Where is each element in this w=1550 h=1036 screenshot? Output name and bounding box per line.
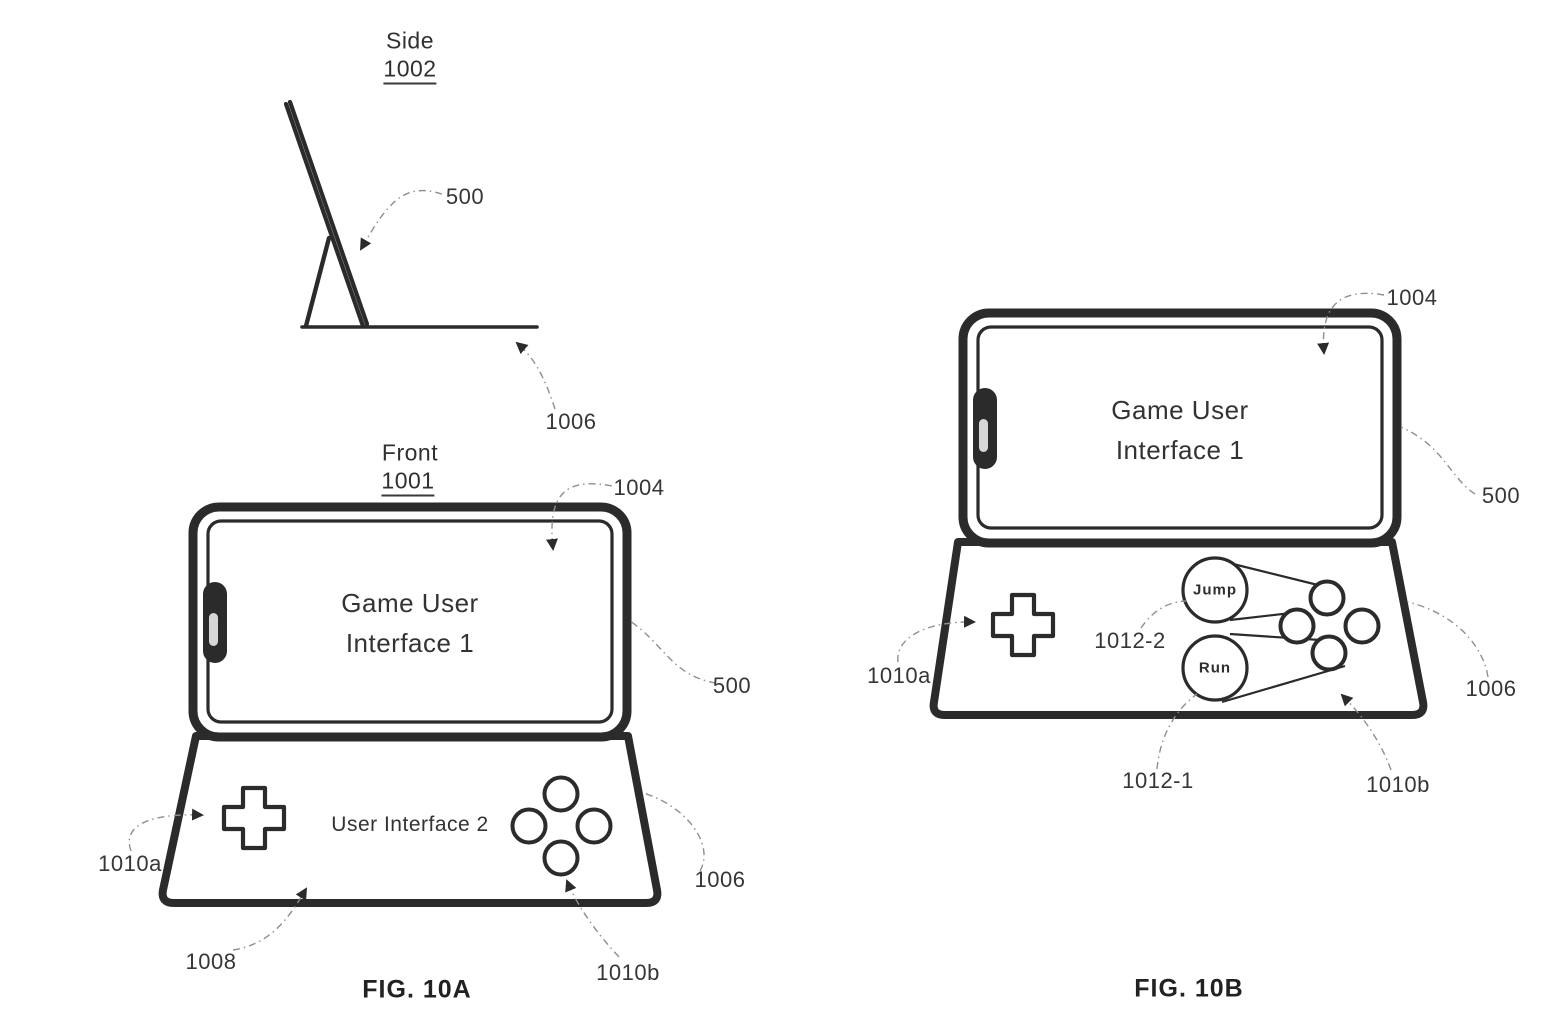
fig10a-controller-text: User Interface 2 bbox=[331, 813, 489, 836]
leader-10a-1008 bbox=[232, 887, 308, 951]
fig10b-drawing bbox=[929, 308, 1428, 719]
ref-label-10a-1004: 1004 bbox=[613, 475, 665, 500]
dpad-icon bbox=[990, 592, 1056, 658]
front-view-title: Front bbox=[381, 439, 439, 466]
leader-lines bbox=[128, 189, 1489, 958]
ref-label-side-500: 500 bbox=[445, 184, 485, 209]
leader-side-1006 bbox=[515, 341, 556, 410]
jump-button-label: Jump bbox=[1192, 581, 1238, 599]
button-right bbox=[575, 807, 613, 845]
fig10b-camera-slot bbox=[979, 419, 988, 452]
side-tablet-back-line bbox=[283, 101, 366, 329]
fig10b-controller-base bbox=[929, 538, 1428, 719]
leader-10b-1010a bbox=[897, 615, 976, 663]
button-left bbox=[510, 807, 548, 845]
run-callout-lower-line bbox=[1221, 664, 1346, 704]
fig10a-camera-slot bbox=[209, 613, 218, 646]
action-buttons-icon bbox=[510, 775, 613, 877]
leader-10b-1010b bbox=[1340, 693, 1392, 771]
leader-10b-1004 bbox=[1317, 292, 1385, 355]
button-top bbox=[1308, 579, 1346, 617]
button-top bbox=[542, 775, 580, 813]
leader-10b-1012-2 bbox=[1140, 600, 1187, 629]
button-bottom bbox=[542, 839, 580, 877]
leader-10a-500 bbox=[629, 620, 717, 684]
ref-label-10b-1004: 1004 bbox=[1386, 285, 1438, 310]
button-right bbox=[1343, 607, 1381, 645]
run-button-circle bbox=[1181, 634, 1249, 702]
fig10a-drawing bbox=[158, 502, 662, 907]
front-view-refnum: 1001 bbox=[381, 469, 435, 497]
side-kickstand-line bbox=[303, 235, 332, 329]
fig10a-controller-base bbox=[158, 732, 662, 907]
button-left bbox=[1278, 607, 1316, 645]
ref-label-10b-1012-1: 1012-1 bbox=[1122, 768, 1194, 793]
run-button-label: Run bbox=[1198, 659, 1232, 677]
leader-10b-500 bbox=[1400, 426, 1476, 495]
button-bottom bbox=[1310, 634, 1348, 672]
ref-label-10a-1008: 1008 bbox=[185, 949, 237, 974]
leader-side-500 bbox=[360, 189, 443, 251]
ref-label-10b-1012-2: 1012-2 bbox=[1094, 628, 1166, 653]
ref-label-10a-1010a: 1010a bbox=[98, 851, 162, 876]
action-buttons-icon bbox=[1278, 579, 1381, 672]
ref-label-10b-500: 500 bbox=[1481, 483, 1521, 508]
side-view-refnum: 1002 bbox=[383, 57, 437, 85]
ref-label-10b-1010b: 1010b bbox=[1366, 772, 1430, 797]
side-tablet-front-line bbox=[287, 99, 370, 327]
side-view-title: Side bbox=[385, 27, 435, 54]
side-view-drawing bbox=[283, 99, 539, 329]
jump-button-circle bbox=[1181, 556, 1249, 624]
ref-label-10a-1010b: 1010b bbox=[596, 960, 660, 985]
fig10b-caption: FIG. 10B bbox=[1134, 974, 1244, 1003]
ref-label-side-1006: 1006 bbox=[545, 409, 597, 434]
leader-10a-1004 bbox=[546, 483, 613, 551]
leader-10a-1010a bbox=[128, 808, 204, 852]
ref-label-10a-1006: 1006 bbox=[694, 867, 746, 892]
fig10b-screen-text: Game User Interface 1 bbox=[1111, 395, 1249, 465]
ref-label-10b-1010a: 1010a bbox=[867, 663, 931, 688]
dpad-icon bbox=[221, 785, 287, 851]
ref-label-10b-1006: 1006 bbox=[1465, 676, 1517, 701]
leader-10b-1006 bbox=[1407, 601, 1489, 678]
fig10a-caption: FIG. 10A bbox=[362, 975, 472, 1004]
ref-label-10a-500: 500 bbox=[712, 673, 752, 698]
jump-callout-upper-line bbox=[1224, 560, 1331, 590]
leader-10a-1010b bbox=[565, 879, 620, 958]
fig10a-screen-text: Game User Interface 1 bbox=[341, 588, 479, 658]
